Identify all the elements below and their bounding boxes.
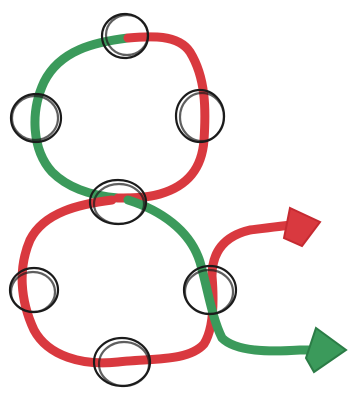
red-upper-right-strand — [118, 37, 205, 198]
green-upper-left-strand — [35, 38, 128, 198]
ring-lower-left — [10, 268, 58, 312]
red-lower-left-strand — [22, 200, 300, 363]
green-arrowhead — [306, 328, 346, 372]
red-arrowhead — [284, 208, 320, 246]
